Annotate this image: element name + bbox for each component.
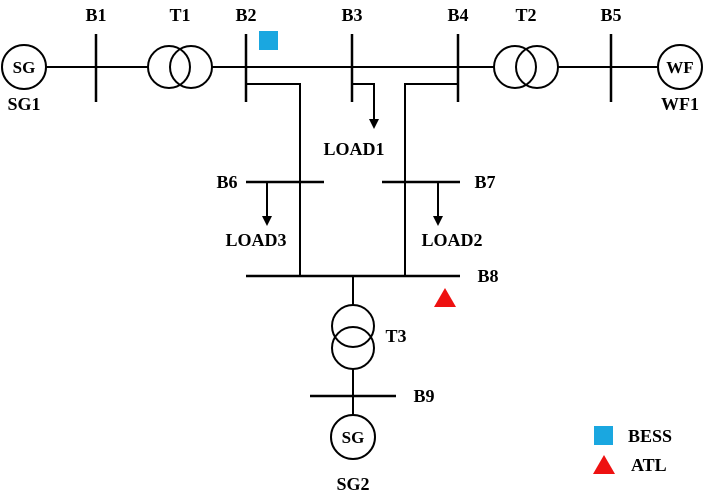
t2-transformer-left-coil [493, 45, 537, 89]
legend-bess-swatch [594, 426, 613, 445]
bus-b1-label: B1 [85, 5, 106, 25]
bus-b4-label: B4 [447, 5, 468, 25]
sg2-generator [330, 414, 376, 460]
bus-b7-label: B7 [474, 172, 495, 192]
t1-label: T1 [169, 5, 190, 25]
bus-b6-label: B6 [216, 172, 237, 192]
line-b2-b8 [246, 83, 301, 276]
load2-label: LOAD2 [421, 230, 482, 250]
load1-feeder [352, 83, 379, 129]
wf-name-label: WF1 [661, 94, 699, 114]
bus-b2-label: B2 [235, 5, 256, 25]
t3-transformer-top-coil [331, 304, 375, 348]
wf-symbol-label: WF [666, 58, 693, 77]
t2-label: T2 [515, 5, 536, 25]
bus-b5-label: B5 [600, 5, 621, 25]
line-b4-b8 [404, 83, 458, 276]
bus-b8-label: B8 [477, 266, 498, 286]
t1-transformer-left-coil [147, 45, 191, 89]
load3-label: LOAD3 [225, 230, 286, 250]
sg2-name-label: SG2 [336, 474, 369, 493]
legend-atl-swatch [593, 455, 615, 474]
wf-generator [657, 44, 703, 90]
bus-b3-label: B3 [341, 5, 362, 25]
bess-marker [259, 31, 278, 50]
legend-bess-label: BESS [628, 426, 672, 446]
sg2-symbol-label: SG [342, 428, 365, 447]
sg1-symbol-label: SG [13, 58, 36, 77]
legend-atl-label: ATL [631, 455, 667, 475]
atl-marker [434, 288, 456, 307]
t3-label: T3 [385, 326, 406, 346]
sg1-name-label: SG1 [7, 94, 40, 114]
bus-b9-label: B9 [413, 386, 434, 406]
load1-label: LOAD1 [323, 139, 384, 159]
